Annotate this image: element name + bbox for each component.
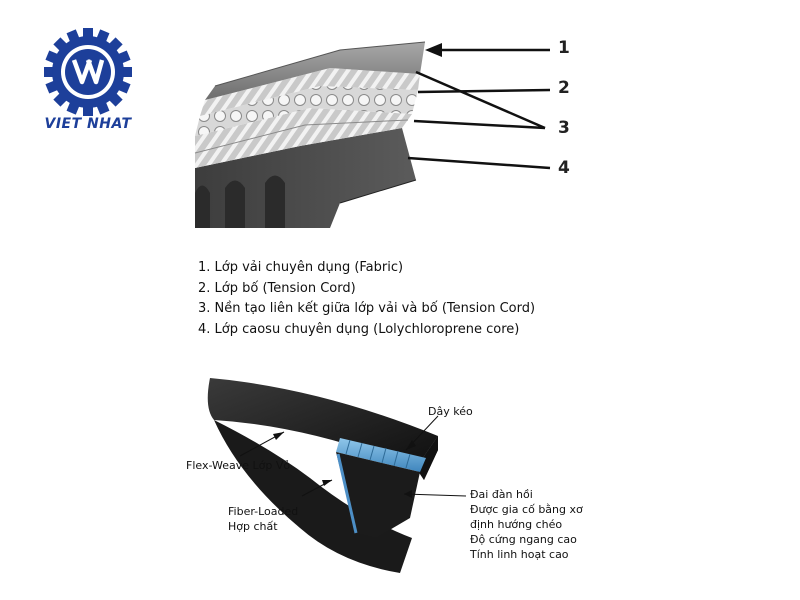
top-fabric-layer bbox=[205, 42, 425, 100]
compound-label-line1: Fiber-Loaded bbox=[228, 505, 299, 518]
core-property-line: Được gia cố bằng xơ bbox=[470, 503, 583, 516]
tension-cord-layer bbox=[195, 86, 418, 136]
v-belt-illustration bbox=[207, 378, 467, 573]
core-properties: Đai đàn hồi Được gia cố bằng xơ định hướ… bbox=[470, 487, 583, 562]
core-property-line: Tính linh hoạt cao bbox=[470, 548, 569, 561]
belt-lower-run bbox=[214, 420, 412, 573]
tension-label: Dây kéo bbox=[428, 405, 473, 418]
core-property-line: Độ cứng ngang cao bbox=[470, 533, 577, 546]
legend-item: 2. Lớp bố (Tension Cord) bbox=[198, 280, 356, 296]
compound-label-line2: Hợp chất bbox=[228, 520, 278, 533]
belt-body bbox=[207, 378, 438, 468]
v-belt-diagram: Dây kéo Flex-Weave Lớp Vỏ Fiber-Loaded H… bbox=[180, 368, 620, 580]
callout-3: 3 bbox=[558, 118, 570, 138]
logo-text: VIET NHAT bbox=[44, 116, 132, 132]
v-core bbox=[336, 452, 420, 538]
gear-tooth bbox=[83, 104, 93, 116]
core-property-line: định hướng chéo bbox=[470, 518, 563, 531]
lower-bond-layer bbox=[195, 108, 412, 168]
legend-item: 4. Lớp caosu chuyên dụng (Lolychloropren… bbox=[198, 321, 520, 337]
cover-label: Flex-Weave Lớp Vỏ bbox=[186, 459, 291, 472]
gear-logo-icon bbox=[44, 28, 132, 116]
legend-item: 1. Lớp vải chuyên dụng (Fabric) bbox=[198, 260, 404, 275]
gear-tooth bbox=[83, 28, 93, 40]
callout-2: 2 bbox=[558, 78, 570, 98]
callout-4: 4 bbox=[558, 158, 570, 178]
layer-legend: 1. Lớp vải chuyên dụng (Fabric) 2. Lớp b… bbox=[198, 258, 535, 340]
callout-1: 1 bbox=[558, 38, 570, 58]
core-teeth bbox=[195, 175, 285, 228]
core-property-line: Đai đàn hồi bbox=[470, 488, 533, 501]
belt-cross-section-diagram: 1 2 3 4 bbox=[180, 28, 600, 233]
rubber-core-layer bbox=[195, 128, 416, 228]
viet-nhat-logo: VIET NHAT bbox=[38, 28, 138, 140]
belt-layers-illustration bbox=[194, 41, 551, 228]
legend-item: 3. Nền tạo liên kết giữa lớp vải và bố (… bbox=[198, 301, 536, 316]
upper-bond-layer bbox=[200, 68, 420, 116]
tension-cord-band bbox=[336, 438, 426, 472]
